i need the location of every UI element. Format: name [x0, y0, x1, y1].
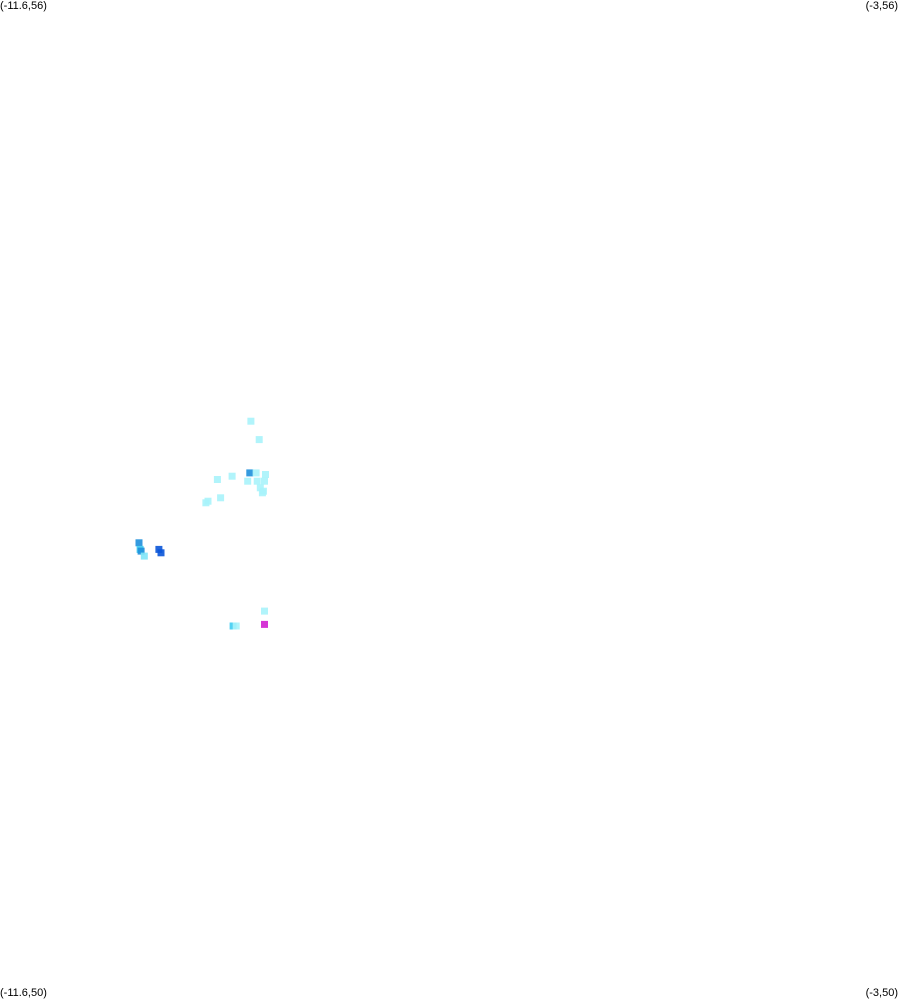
data-point-2	[246, 469, 254, 477]
data-point-4	[262, 471, 269, 478]
data-point-0	[247, 417, 255, 425]
data-point-7	[253, 477, 261, 485]
data-point-23	[261, 620, 268, 628]
data-point-8	[261, 477, 268, 485]
data-point-21	[157, 549, 165, 557]
data-point-15	[202, 499, 210, 507]
data-point-12	[258, 489, 266, 497]
data-point-16	[135, 539, 143, 547]
data-point-13	[217, 494, 225, 502]
data-point-9	[213, 476, 221, 483]
corner-label-bottom-left: (-11.6,50)	[0, 987, 47, 999]
data-point-6	[244, 477, 252, 485]
data-point-5	[228, 472, 236, 480]
corner-label-top-right: (-3,56)	[865, 0, 898, 12]
data-point-1	[255, 436, 263, 444]
corner-label-bottom-right: (-3,50)	[865, 987, 898, 999]
data-point-25	[232, 622, 240, 630]
data-point-22	[261, 607, 268, 615]
corner-label-top-left: (-11.6,56)	[0, 0, 47, 12]
data-point-19	[140, 552, 148, 560]
data-point-3	[252, 469, 260, 477]
data-point-18	[137, 547, 145, 555]
